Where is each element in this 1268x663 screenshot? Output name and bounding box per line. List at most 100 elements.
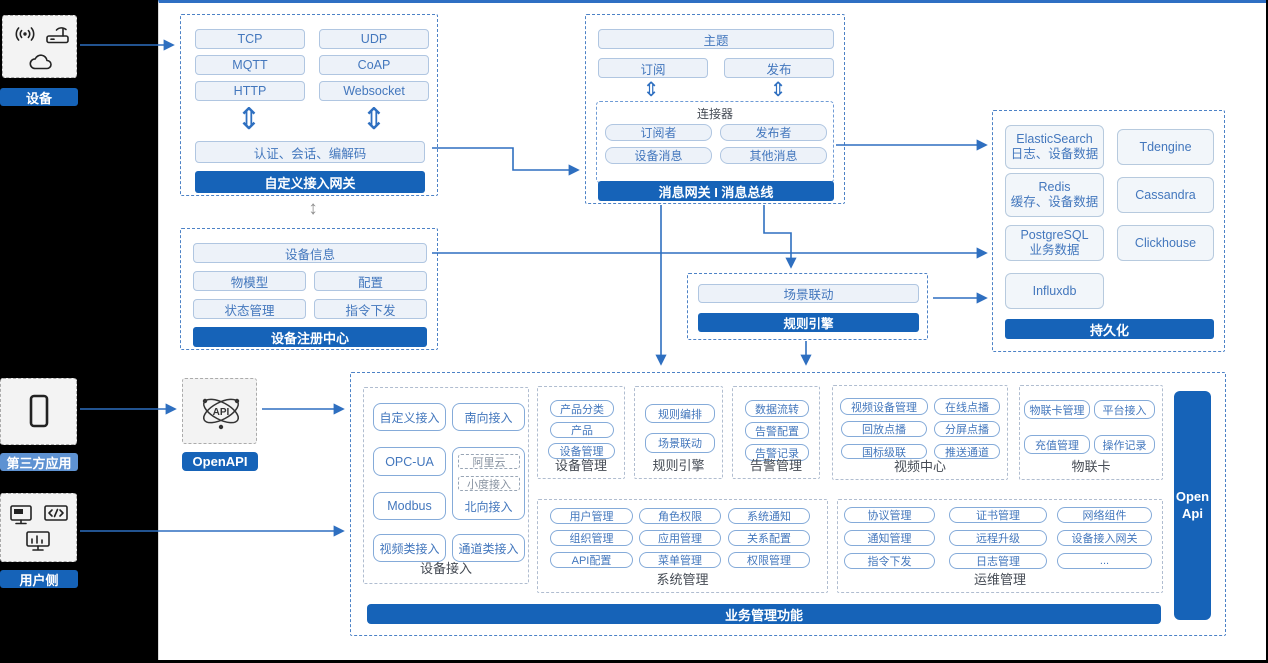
north-access-label: 北向接入	[464, 500, 513, 514]
system-mgmt-label: 系统管理	[656, 572, 709, 587]
db-name: Redis	[1038, 180, 1071, 194]
db-desc: 业务数据	[1029, 243, 1080, 257]
bar-chart-icon	[26, 531, 50, 551]
other-message-item: 其他消息	[720, 147, 827, 164]
db-name: Cassandra	[1135, 187, 1196, 202]
publisher-item: 发布者	[720, 124, 827, 141]
app-mgmt-item: 应用管理	[639, 530, 721, 546]
publish-item: 发布	[724, 58, 834, 78]
alarm-config-item: 告警配置	[745, 422, 809, 439]
db-name: Tdengine	[1139, 139, 1192, 154]
device-registry-title: 设备注册中心	[193, 327, 427, 347]
aliyun-item: 阿里云	[458, 454, 520, 469]
db-elasticsearch: ElasticSearch 日志、设备数据	[1005, 125, 1104, 169]
device-message-item: 设备消息	[605, 147, 712, 164]
api-config-item: API配置	[550, 552, 633, 568]
ops-mgmt-group: 协议管理 证书管理 网络组件 通知管理 远程升级 设备接入网关 指令下发 日志管…	[837, 499, 1163, 593]
db-desc: 日志、设备数据	[1010, 147, 1099, 161]
protocol-mgmt-item: 协议管理	[844, 507, 935, 523]
message-gateway-box: 主题 订阅 发布 ⇕ ⇕ 连接器 订阅者 发布者 设备消息 其他消息 消息网关 …	[585, 14, 845, 204]
third-party-label: 第三方应用	[0, 453, 78, 471]
device-label: 设备	[0, 88, 78, 106]
operation-record-item: 操作记录	[1094, 435, 1155, 454]
xiaodu-access-item: 小度接入	[458, 476, 520, 491]
command-send-item: 指令下发	[844, 553, 935, 569]
phone-icon	[29, 394, 49, 428]
device-mgmt-label: 设备管理	[554, 458, 607, 473]
db-clickhouse: Clickhouse	[1117, 225, 1214, 261]
thing-model-item: 物模型	[193, 271, 306, 291]
custom-gateway-title: 自定义接入网关	[195, 171, 425, 193]
third-party-icons-box	[0, 378, 77, 445]
updown-double-arrow-icon: ⇕	[642, 79, 660, 101]
custom-access-item: 自定义接入	[373, 403, 446, 431]
rule-engine-title: 规则引擎	[698, 313, 919, 332]
device-access-group: 自定义接入 南向接入 OPC-UA 阿里云 小度接入 北向接入 Modbus 视…	[363, 387, 529, 584]
rule-engine-label: 规则引擎	[652, 458, 705, 473]
message-gateway-title: 消息网关 I 消息总线	[598, 181, 834, 201]
platform-access-item: 平台接入	[1094, 400, 1155, 419]
subscribe-item: 订阅	[598, 58, 708, 78]
app-icon	[10, 505, 32, 525]
south-access-item: 南向接入	[452, 403, 525, 431]
gb-cascade-item: 国标级联	[841, 444, 927, 459]
updown-arrow-icon: ↕	[308, 198, 318, 219]
ops-mgmt-label: 运维管理	[973, 572, 1026, 587]
protocol-coap: CoAP	[319, 55, 429, 75]
db-desc: 缓存、设备数据	[1010, 195, 1099, 209]
network-component-item: 网络组件	[1057, 507, 1152, 523]
role-permission-item: 角色权限	[639, 508, 721, 524]
business-box: 自定义接入 南向接入 OPC-UA 阿里云 小度接入 北向接入 Modbus 视…	[350, 372, 1226, 636]
db-cassandra: Cassandra	[1117, 177, 1214, 213]
iot-card-label: 物联卡	[1071, 459, 1111, 474]
video-center-label: 视频中心	[893, 459, 946, 474]
updown-double-arrow-icon: ⇕	[236, 103, 262, 136]
protocol-tcp: TCP	[195, 29, 305, 49]
db-name: Influxdb	[1032, 283, 1077, 298]
device-access-label: 设备接入	[419, 561, 472, 576]
db-redis: Redis 缓存、设备数据	[1005, 173, 1104, 217]
protocol-udp: UDP	[319, 29, 429, 49]
cert-mgmt-item: 证书管理	[949, 507, 1047, 523]
more-item: ...	[1057, 553, 1152, 569]
cloud-icon	[29, 54, 52, 70]
open-api-bar: Open Api	[1174, 391, 1211, 620]
persistence-title: 持久化	[1005, 319, 1214, 339]
video-access-item: 视频类接入	[373, 534, 446, 562]
wireless-icon	[15, 27, 35, 41]
db-name: ElasticSearch	[1016, 132, 1093, 146]
updown-double-arrow-icon: ⇕	[361, 103, 387, 136]
persistence-box: ElasticSearch 日志、设备数据 Tdengine Redis 缓存、…	[992, 110, 1225, 352]
protocol-http: HTTP	[195, 81, 305, 101]
permission-mgmt-item: 权限管理	[728, 552, 810, 568]
device-info-item: 设备信息	[193, 243, 427, 263]
db-postgresql: PostgreSQL 业务数据	[1005, 225, 1104, 261]
command-send-item: 指令下发	[314, 299, 427, 319]
open-api-line2: Api	[1182, 505, 1203, 521]
db-name: Clickhouse	[1134, 235, 1197, 250]
device-registry-box: 设备信息 物模型 配置 状态管理 指令下发 设备注册中心	[180, 228, 438, 350]
router-icon	[46, 27, 69, 44]
openapi-icon-box: API	[182, 378, 257, 444]
system-notice-item: 系统通知	[728, 508, 810, 524]
relation-config-item: 关系配置	[728, 530, 810, 546]
data-flow-item: 数据流转	[745, 400, 809, 417]
system-mgmt-group: 用户管理 角色权限 系统通知 组织管理 应用管理 关系配置 API配置 菜单管理…	[537, 499, 828, 593]
state-mgmt-item: 状态管理	[193, 299, 306, 319]
connector-title: 连接器	[696, 107, 733, 121]
device-mgmt-item: 设备管理	[548, 443, 615, 459]
alarm-mgmt-group: 数据流转 告警配置 告警记录 告警管理	[732, 386, 820, 479]
recharge-mgmt-item: 充值管理	[1024, 435, 1090, 454]
scene-linkage-item: 场景联动	[698, 284, 919, 303]
rule-engine-box: 场景联动 规则引擎	[687, 273, 928, 340]
split-screen-item: 分屏点播	[934, 421, 1000, 437]
push-channel-item: 推送通道	[934, 444, 1000, 459]
north-access-item: 阿里云 小度接入 北向接入	[452, 447, 525, 520]
device-access-gateway-item: 设备接入网关	[1057, 530, 1152, 546]
product-item: 产品	[550, 422, 614, 438]
modbus-item: Modbus	[373, 492, 446, 520]
topic-item: 主题	[598, 29, 834, 49]
db-tdengine: Tdengine	[1117, 129, 1214, 165]
protocol-websocket: Websocket	[319, 81, 429, 101]
